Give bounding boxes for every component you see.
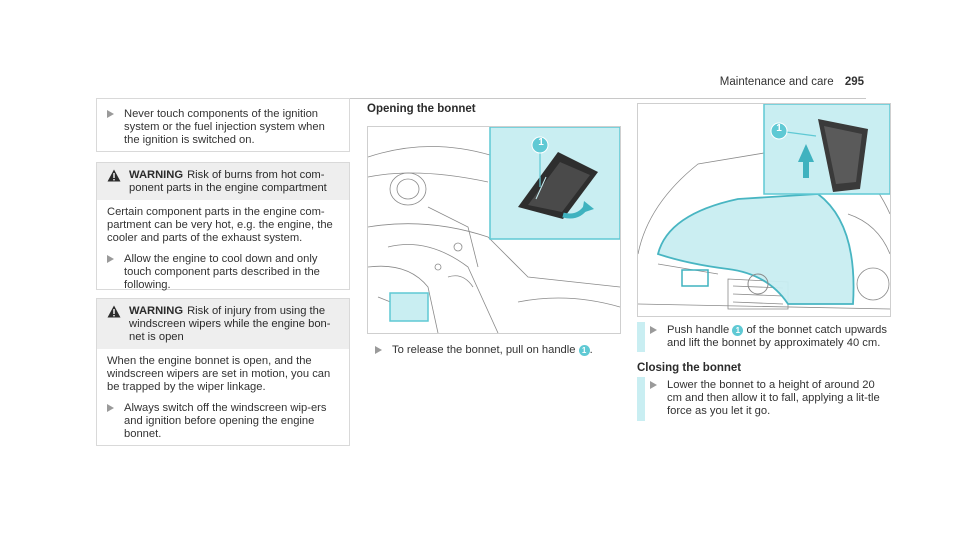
release-step-end: . — [589, 344, 593, 356]
warning-title: Risk of burns from hot com-ponent parts … — [129, 169, 327, 194]
warning-triangle-icon — [107, 305, 125, 344]
push-handle-step: Push handle 1 of the bonnet catch upward… — [650, 324, 890, 350]
warning-triangle-icon — [107, 169, 125, 195]
ignition-note-text: Never touch components of the ignition s… — [124, 108, 325, 146]
closing-bonnet-heading: Closing the bonnet — [637, 362, 742, 374]
warning-title: Risk of injury from using the windscreen… — [129, 305, 331, 343]
warning-body: Certain component parts in the engine co… — [107, 206, 333, 244]
warning-body: When the engine bonnet is open, and the … — [107, 355, 331, 393]
handle-callout-badge: 1 — [578, 344, 590, 356]
callout-1: 1 — [776, 123, 782, 134]
catch-location-highlight — [681, 269, 709, 287]
warning-label: WARNING — [129, 169, 184, 181]
page-number: 295 — [844, 76, 864, 88]
lower-bonnet-step: Lower the bonnet to a height of around 2… — [650, 379, 890, 418]
step-arrow-icon — [107, 255, 114, 263]
opening-bonnet-heading: Opening the bonnet — [367, 103, 476, 115]
step-highlight-bar — [637, 322, 645, 352]
step-arrow-icon — [650, 326, 657, 334]
step-highlight-bar — [637, 377, 645, 421]
warning-label: WARNING — [129, 305, 184, 317]
interior-illustration: 1 — [367, 126, 621, 334]
handle-callout-badge: 1 — [732, 324, 744, 336]
header-rule — [96, 98, 866, 99]
handle-location-highlight — [389, 292, 429, 322]
callout-1: 1 — [538, 137, 544, 148]
car-bonnet-illustration: 1 — [637, 103, 891, 317]
step-arrow-icon — [107, 110, 114, 118]
release-step: To release the bonnet, pull on handle 1. — [375, 344, 615, 357]
step-arrow-icon — [650, 381, 657, 389]
push-step-text-end: of the bonnet catch upwards and lift the… — [667, 324, 887, 349]
section-title: Maintenance and care — [719, 76, 834, 88]
step-arrow-icon — [375, 346, 382, 354]
warning-step: Allow the engine to cool down and only t… — [124, 253, 320, 291]
step-arrow-icon — [107, 404, 114, 412]
push-step-text: Push handle — [667, 324, 730, 336]
lower-step-text: Lower the bonnet to a height of around 2… — [667, 379, 880, 417]
running-header: Maintenance and care 295 — [720, 76, 864, 88]
release-step-text: To release the bonnet, pull on handle — [392, 344, 576, 356]
ignition-note-box: Never touch components of the ignition s… — [96, 98, 350, 152]
warning-step: Always switch off the windscreen wip-ers… — [124, 402, 327, 440]
